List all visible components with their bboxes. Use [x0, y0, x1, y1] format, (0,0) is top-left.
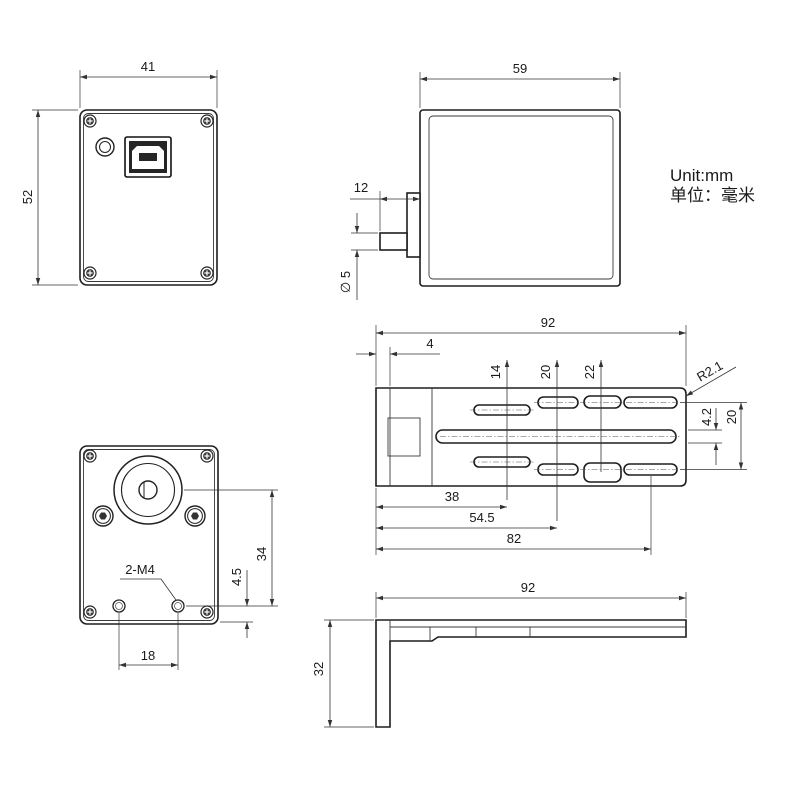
- dimension-bracket-length-label: 92: [521, 580, 535, 595]
- screw-icon: [84, 267, 96, 279]
- motor-shaft: [379, 232, 408, 251]
- usb-b-port-icon: [124, 136, 172, 178]
- dimension-center-slot-width-label: 4.2: [699, 408, 714, 426]
- screw-icon: [84, 606, 96, 618]
- dimension-width-label: 41: [141, 59, 155, 74]
- dimension-hole-offset-label: 4.5: [229, 568, 244, 586]
- screw-icon: [201, 115, 213, 127]
- front-view: 34 4.5 2-M4 18: [79, 445, 278, 670]
- rear-view: 41 52: [20, 59, 218, 286]
- dimension-hole-spacing-vertical-label: 34: [254, 547, 269, 561]
- side-view: 59 12 ∅ 5: [338, 61, 621, 300]
- dimension-slot-3-label: 22: [582, 365, 597, 379]
- bracket-side-view: 92 32: [311, 580, 687, 728]
- bracket-profile: [375, 619, 687, 728]
- motor-flange: [406, 192, 421, 258]
- hex-bolt-icon: [93, 506, 113, 526]
- dimension-hole-spacing-horizontal-label: 18: [141, 648, 155, 663]
- units-note-en: Unit:mm: [670, 166, 733, 185]
- dimension-slot-2-position-label: 54.5: [469, 510, 494, 525]
- output-boss-icon: [113, 455, 183, 525]
- dimension-slot-1-label: 14: [488, 365, 503, 379]
- mounting-hole-icon: [171, 599, 185, 613]
- dimension-slot-4-position-label: 82: [507, 531, 521, 546]
- screw-icon: [201, 450, 213, 462]
- dimension-plate-thickness-label: 4: [426, 336, 433, 351]
- dimension-slot-2-label: 20: [538, 365, 553, 379]
- screw-icon: [201, 606, 213, 618]
- indicator-hole-icon: [95, 137, 115, 157]
- slot: [583, 462, 622, 483]
- screw-icon: [84, 450, 96, 462]
- thread-callout-label: 2-M4: [125, 562, 155, 577]
- bracket-top-view: 92 4 14 20 22 R2.1 4.2 20 38 54.5 8: [356, 315, 747, 555]
- slot: [583, 395, 622, 409]
- screw-icon: [84, 115, 96, 127]
- motor-body: [419, 109, 621, 287]
- dimension-slot-1-position-label: 38: [445, 489, 459, 504]
- hex-bolt-icon: [185, 506, 205, 526]
- mounting-hole-icon: [112, 599, 126, 613]
- screw-icon: [201, 267, 213, 279]
- dimension-bracket-height-label: 32: [311, 662, 326, 676]
- dimension-corner-radius-label: R2.1: [694, 358, 725, 385]
- dimension-length-label: 59: [513, 61, 527, 76]
- dimension-shaft-diameter-label: ∅ 5: [338, 271, 353, 293]
- rear-housing: [79, 109, 218, 286]
- dimension-shaft-length-label: 12: [354, 180, 368, 195]
- dimension-overall-length-label: 92: [541, 315, 555, 330]
- dimension-slot-row-spacing-label: 20: [724, 410, 739, 424]
- units-note-zh: 单位：毫米: [670, 186, 755, 205]
- dimension-height-label: 52: [20, 190, 35, 204]
